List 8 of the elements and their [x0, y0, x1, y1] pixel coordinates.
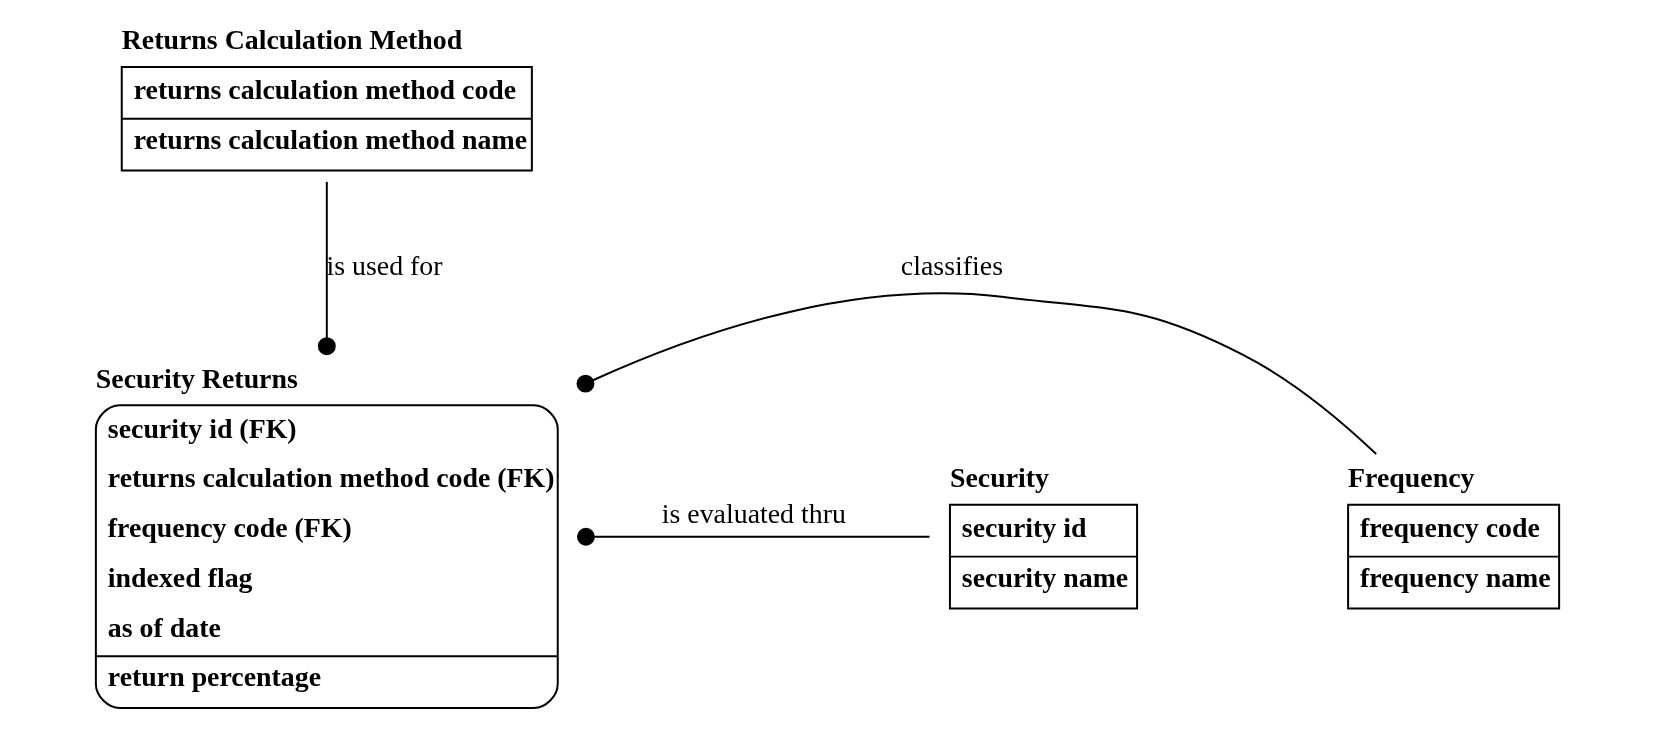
node-label: Returns Calculation Method: [121, 24, 462, 56]
edge-label: classifies: [900, 250, 1003, 282]
connector: [576, 527, 931, 546]
node-label: Frequency: [1347, 462, 1474, 494]
edge-label: is evaluated thru: [661, 498, 846, 530]
node-label: Security Returns: [95, 362, 298, 394]
connector: [576, 292, 1377, 455]
node-label: Security: [949, 462, 1049, 494]
